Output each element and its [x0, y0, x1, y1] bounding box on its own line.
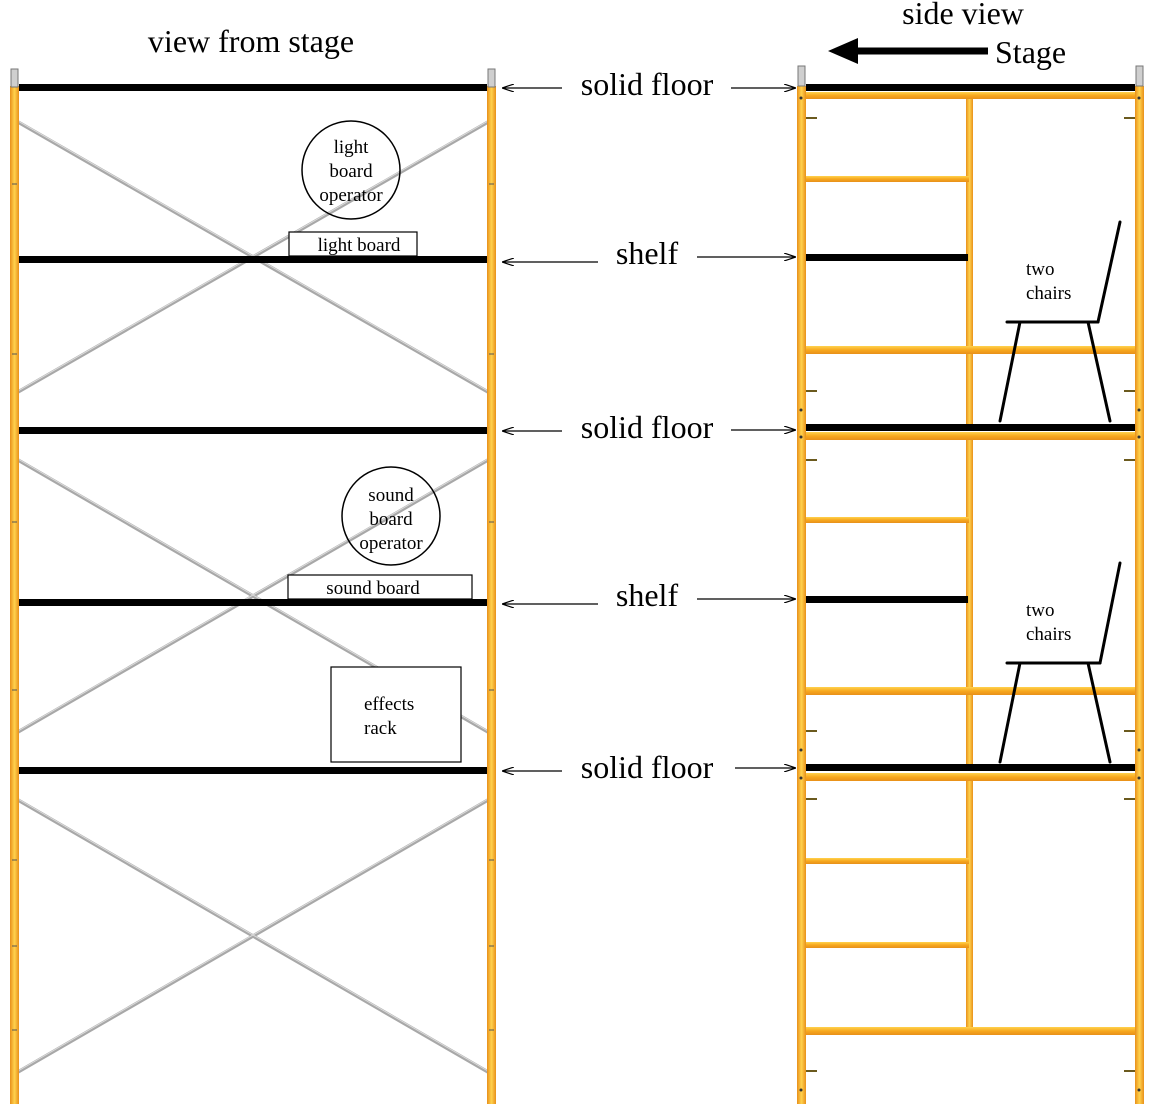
front-floor-top: [19, 84, 487, 91]
callout-floor-lower: solid floor: [581, 749, 714, 785]
light-operator-circle: [301, 120, 401, 220]
sound-operator-label-3: operator: [359, 533, 423, 554]
chair-upper: [998, 220, 1122, 423]
light-board-label: light board: [318, 235, 401, 256]
front-view: light board operator light board sound b…: [10, 23, 496, 1104]
sound-operator-circle: [341, 466, 441, 566]
chairs-upper-label-1: two: [1026, 259, 1055, 280]
chairs-upper-label-2: chairs: [1026, 283, 1071, 304]
cross-braces: [16, 120, 490, 1074]
side-ladder-post-middle: [966, 438, 973, 768]
front-left-post: [10, 86, 19, 1104]
side-left-post: [797, 86, 806, 1104]
front-view-title: view from stage: [148, 23, 354, 59]
sound-board-box: [287, 574, 473, 600]
stage-direction-arrow: [828, 38, 988, 64]
side-shelf-upper: [806, 254, 968, 261]
chairs-lower-label-2: chairs: [1026, 624, 1071, 645]
light-operator-label-3: operator: [319, 185, 383, 206]
sound-operator-label-1: sound: [368, 485, 414, 506]
side-floor-lower: [806, 764, 1135, 771]
light-board-box: [288, 231, 418, 257]
sound-operator-label-2: board: [369, 509, 413, 530]
callout-floor-top: solid floor: [581, 66, 714, 102]
side-right-post: [1135, 86, 1144, 1104]
front-shelf-lower: [19, 599, 487, 606]
effects-rack-label-2: rack: [364, 718, 397, 739]
side-floor-middle: [806, 424, 1135, 431]
effects-rack-label-1: effects: [364, 694, 414, 715]
light-operator-label-2: board: [329, 161, 373, 182]
front-floor-middle: [19, 427, 487, 434]
effects-rack-box: [330, 666, 462, 763]
side-shelf-lower: [806, 596, 968, 603]
front-left-pin: [10, 68, 19, 88]
callout-shelf-lower: shelf: [616, 577, 679, 613]
side-ladder-post-upper: [966, 96, 973, 428]
side-frame-bars: [806, 92, 1135, 1035]
chair-lower: [998, 561, 1122, 764]
front-floor-lower: [19, 767, 487, 774]
chairs-lower-label-1: two: [1026, 600, 1055, 621]
side-floor-top: [806, 84, 1135, 91]
callout-shelf-upper: shelf: [616, 235, 679, 271]
callouts: [503, 88, 795, 771]
stage-label: Stage: [995, 34, 1066, 70]
sound-board-label: sound board: [326, 578, 420, 599]
front-shelf-upper: [19, 256, 487, 263]
light-operator-label-1: light: [334, 137, 370, 158]
side-view-title: side view: [902, 0, 1024, 31]
side-view: two chairs two chairs side view Stage: [797, 0, 1144, 1104]
side-left-pin: [797, 65, 806, 87]
front-right-post: [487, 86, 496, 1104]
front-right-pin: [487, 68, 496, 88]
side-right-pin: [1135, 65, 1144, 87]
side-ladder-post-lower: [966, 776, 973, 1030]
callout-floor-middle: solid floor: [581, 409, 714, 445]
